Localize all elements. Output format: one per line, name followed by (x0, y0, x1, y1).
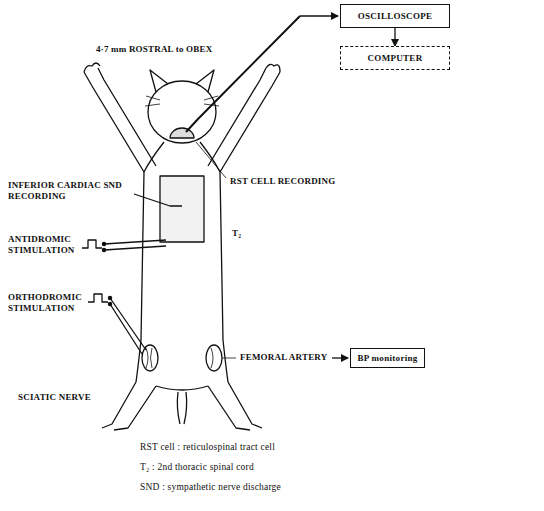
cat-body (136, 142, 228, 382)
level-label: T₂ (232, 228, 241, 239)
sciatic-nerve-strands (146, 348, 152, 368)
thorax-region (160, 176, 204, 242)
cat-leg (102, 382, 156, 430)
cat-arm (84, 68, 156, 172)
cat-ear (150, 70, 168, 92)
site-label: FEMORAL ARTERY (240, 352, 327, 363)
cat-leg (208, 382, 262, 430)
site-label: RST CELL RECORDING (230, 176, 335, 187)
cat-paw (266, 64, 280, 72)
terminal (108, 296, 111, 299)
box-label: COMPUTER (368, 53, 423, 63)
site-label: INFERIOR CARDIAC SND RECORDING (8, 180, 136, 203)
cardiac-nerve-electrode (134, 194, 182, 206)
terminal (102, 242, 105, 245)
leader-line (196, 142, 226, 178)
cat-whiskers (145, 96, 219, 106)
sciatic-site (142, 345, 158, 371)
stimulation-label: ORTHODROMIC STIMULATION (8, 292, 86, 315)
monitor-box: BP monitoring (350, 348, 425, 368)
stimulation-label: ANTIDROMIC STIMULATION (8, 234, 80, 257)
cat-pelvis (156, 386, 208, 390)
connector-arrow (394, 28, 395, 46)
femoral-site (206, 345, 222, 371)
site-label: SCIATIC NERVE (18, 392, 91, 403)
pulse-symbol (82, 240, 102, 248)
note-text: T₂ : 2nd thoracic spinal cord (140, 462, 254, 474)
device-box: COMPUTER (340, 46, 450, 70)
box-label: OSCILLOSCOPE (358, 11, 433, 21)
leader-line (222, 358, 236, 359)
location-note: 4·7 mm ROSTRAL to OBEX (96, 44, 212, 55)
terminal (108, 302, 111, 305)
pulse-symbol (88, 294, 108, 302)
note-text: RST cell : reticulospinal tract cell (140, 442, 275, 454)
cat-ear (196, 70, 214, 92)
signal-line (300, 15, 338, 16)
terminal (102, 248, 105, 251)
cat-tail (177, 392, 186, 424)
stim-leads (110, 298, 146, 354)
note-text: SND : sympathetic nerve discharge (140, 482, 281, 494)
brainstem (170, 128, 194, 138)
cat-arm (208, 68, 280, 172)
stim-leads (104, 240, 166, 250)
femoral-artery-line (211, 348, 213, 368)
device-box: OSCILLOSCOPE (340, 4, 450, 28)
box-label: BP monitoring (357, 353, 417, 363)
recording-electrode (186, 16, 300, 132)
signal-line (332, 357, 348, 358)
cat-paw (84, 63, 100, 72)
